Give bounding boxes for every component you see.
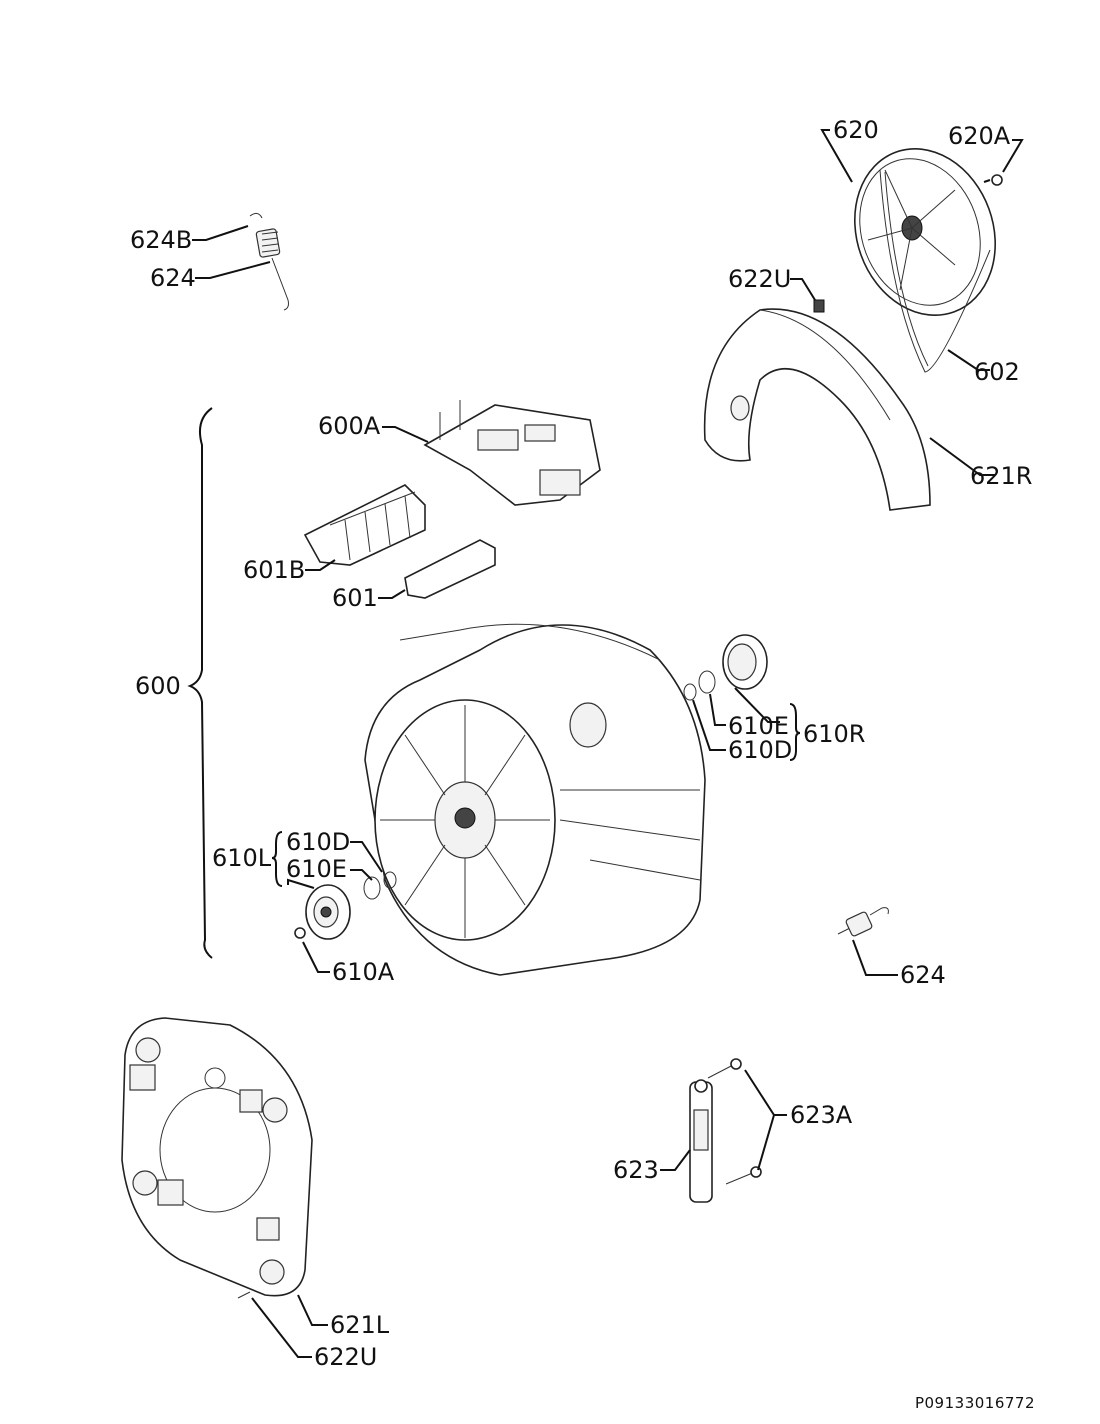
label-623a: 623A xyxy=(790,1101,853,1129)
screw-icon-620a xyxy=(983,174,1003,186)
label-610e-left: 610E xyxy=(286,855,347,883)
screw-icon-622u-top xyxy=(813,299,825,313)
label-620: 620 xyxy=(833,116,879,144)
label-610e-right: 610E xyxy=(728,712,789,740)
label-624-top: 624 xyxy=(150,264,196,292)
label-621l: 621L xyxy=(330,1311,390,1339)
label-624b: 624B xyxy=(130,226,192,254)
document-code: P09133016772 xyxy=(915,1394,1035,1412)
pulley-icon xyxy=(853,148,997,316)
spring-icon-top xyxy=(249,212,289,311)
screw-icon-622u-bottom xyxy=(237,1291,251,1299)
spring-icon-bottom xyxy=(837,907,889,937)
label-610d-left: 610D xyxy=(286,828,350,856)
label-610d-right: 610D xyxy=(728,736,792,764)
label-601b: 601B xyxy=(243,556,305,584)
bearing-housing-left-icon xyxy=(294,871,397,940)
counterweight-601b-icon xyxy=(303,484,426,566)
label-600: 600 xyxy=(135,672,181,700)
label-622u-top: 622U xyxy=(728,265,791,293)
label-620a: 620A xyxy=(948,122,1011,150)
label-610r: 610R xyxy=(803,720,865,748)
pin-icon-bottom xyxy=(725,1166,762,1185)
bracket-600-icon xyxy=(187,407,213,959)
label-624-bottom: 624 xyxy=(900,961,946,989)
pin-icon-top xyxy=(707,1058,742,1079)
half-tub-right-icon xyxy=(703,308,931,511)
label-621r: 621R xyxy=(970,462,1032,490)
label-622u-bottom: 622U xyxy=(314,1343,377,1371)
label-610l: 610L xyxy=(212,844,272,872)
rear-cover-621l-icon xyxy=(121,1017,313,1297)
belt-icon xyxy=(879,169,991,373)
label-600a: 600A xyxy=(318,412,381,440)
fixing-bar-601-icon xyxy=(404,539,496,599)
label-623: 623 xyxy=(613,1156,659,1184)
tub-icon xyxy=(364,623,706,976)
label-601: 601 xyxy=(332,584,378,612)
tub-cover-600a-icon xyxy=(423,400,601,506)
label-610a: 610A xyxy=(332,958,395,986)
shock-absorber-icon xyxy=(689,1079,713,1203)
bearing-housing-right-icon xyxy=(683,634,768,701)
leader-lines xyxy=(192,129,1024,1358)
label-602: 602 xyxy=(974,358,1020,386)
